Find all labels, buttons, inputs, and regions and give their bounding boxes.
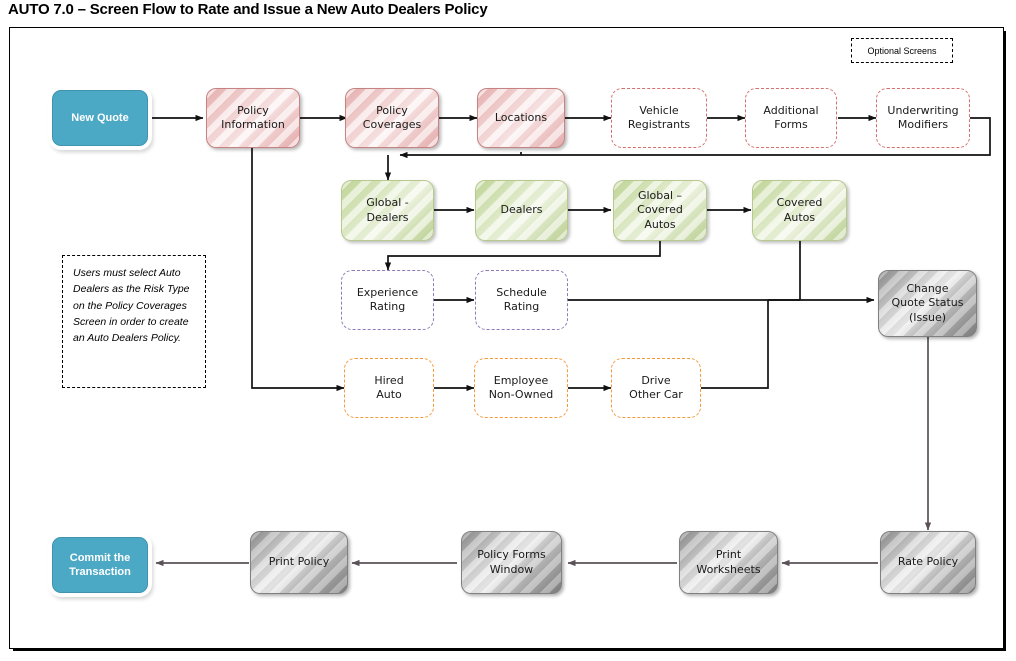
node-label: Locations — [494, 110, 548, 124]
node-print-policy[interactable]: Print Policy — [250, 531, 348, 594]
node-global-dealers[interactable]: Global -Dealers — [341, 180, 434, 241]
node-dealers[interactable]: Dealers — [475, 180, 568, 241]
node-label: Print Policy — [268, 555, 330, 569]
node-label: Dealers — [500, 203, 543, 217]
node-locations[interactable]: Locations — [477, 88, 565, 148]
node-label: Rate Policy — [897, 555, 959, 569]
page-title: AUTO 7.0 – Screen Flow to Rate and Issue… — [8, 1, 488, 18]
node-label: New Quote — [71, 111, 129, 124]
note-risk-type: Users must select Auto Dealers as the Ri… — [62, 255, 206, 388]
node-label: Global -Dealers — [366, 196, 409, 224]
node-rate-policy[interactable]: Rate Policy — [880, 531, 976, 594]
note-text: Users must select Auto Dealers as the Ri… — [73, 267, 190, 345]
node-new-quote[interactable]: New Quote — [52, 90, 148, 146]
legend-optional-screens: Optional Screens — [851, 38, 953, 63]
legend-label: Optional Screens — [867, 45, 937, 56]
